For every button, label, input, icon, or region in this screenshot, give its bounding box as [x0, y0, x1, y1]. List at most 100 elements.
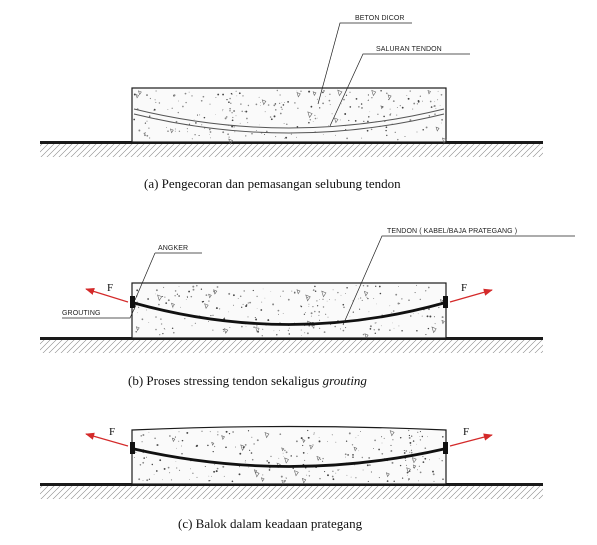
- aggregate-dot: [312, 305, 314, 308]
- aggregate-dot: [316, 98, 318, 100]
- aggregate-dot: [323, 331, 326, 333]
- aggregate-dot: [173, 331, 175, 334]
- leader-concrete: [317, 22, 412, 105]
- aggregate-dot: [334, 299, 336, 301]
- aggregate-dot: [162, 332, 164, 335]
- aggregate-dot: [261, 301, 263, 303]
- aggregate-dot: [244, 461, 246, 463]
- aggregate-dot: [267, 104, 270, 106]
- aggregate-dot: [158, 102, 161, 104]
- aggregate-stone: [228, 138, 234, 145]
- aggregate-dot: [339, 119, 341, 121]
- aggregate-dot: [371, 97, 373, 99]
- aggregate-dot: [233, 110, 236, 112]
- aggregate-dot: [427, 327, 430, 330]
- aggregate-dot: [238, 473, 241, 476]
- aggregate-dot: [401, 106, 404, 109]
- aggregate-dot: [441, 122, 442, 124]
- aggregate-dot: [148, 115, 151, 117]
- aggregate-stone: [305, 294, 311, 302]
- aggregate-dot: [378, 285, 381, 288]
- aggregate-dot: [306, 332, 309, 335]
- aggregate-dot: [228, 101, 230, 104]
- aggregate-dot: [339, 328, 341, 330]
- aggregate-dot: [415, 443, 417, 445]
- aggregate-stone: [223, 328, 229, 334]
- aggregate-dot: [392, 439, 394, 441]
- aggregate-stone: [385, 472, 390, 478]
- aggregate-dot: [178, 440, 180, 442]
- aggregate-dot: [136, 289, 139, 292]
- aggregate-dot: [369, 111, 371, 113]
- aggregate-dot: [194, 133, 196, 136]
- aggregate-stone: [296, 92, 301, 98]
- aggregate-dot: [249, 301, 252, 304]
- aggregate-dot: [415, 284, 418, 286]
- aggregate-dot: [194, 322, 197, 324]
- aggregate-stone: [353, 446, 358, 452]
- aggregate-dot: [296, 136, 297, 138]
- aggregate-dot: [209, 480, 211, 482]
- aggregate-dot: [331, 434, 333, 436]
- aggregate-dot: [193, 119, 195, 120]
- aggregate-dot: [174, 128, 176, 130]
- aggregate-dot: [167, 130, 169, 132]
- aggregate-dot: [200, 99, 203, 102]
- aggregate-dot: [229, 110, 231, 112]
- aggregate-dot: [148, 478, 151, 480]
- aggregate-dot: [441, 459, 443, 462]
- aggregate-dot: [264, 134, 266, 135]
- aggregate-dot: [143, 457, 145, 459]
- aggregate-dot: [217, 434, 219, 436]
- aggregate-dot: [178, 130, 181, 132]
- aggregate-dot: [184, 317, 186, 320]
- aggregate-dot: [196, 444, 199, 447]
- aggregate-dot: [348, 432, 351, 435]
- aggregate-dot: [355, 477, 357, 479]
- aggregate-dot: [405, 459, 407, 461]
- aggregate-dot: [361, 299, 363, 301]
- aggregate-dot: [374, 439, 376, 442]
- aggregate-dot: [142, 434, 145, 436]
- aggregate-dot: [370, 128, 373, 131]
- aggregate-dot: [409, 451, 411, 453]
- aggregate-dot: [176, 467, 178, 469]
- aggregate-dot: [346, 474, 348, 476]
- aggregate-dot: [304, 459, 306, 461]
- ground-hatch: [40, 485, 543, 499]
- aggregate-stone: [208, 293, 212, 299]
- aggregate-dot: [302, 452, 305, 454]
- aggregate-dot: [380, 90, 382, 92]
- aggregate-dot: [349, 316, 351, 318]
- aggregate-dot: [417, 431, 419, 433]
- aggregate-stone: [337, 89, 343, 97]
- aggregate-dot: [186, 431, 189, 434]
- aggregate-dot: [235, 115, 237, 117]
- aggregate-dot: [178, 431, 180, 433]
- aggregate-dot: [279, 433, 282, 436]
- ground-a: [40, 141, 543, 157]
- aggregate-dot: [267, 461, 270, 464]
- aggregate-dot: [410, 444, 412, 446]
- aggregate-dot: [368, 311, 370, 313]
- aggregate-dot: [319, 299, 320, 300]
- aggregate-dot: [138, 478, 141, 481]
- aggregate-dot: [425, 334, 427, 336]
- aggregate-dot: [324, 471, 326, 473]
- aggregate-dot: [381, 452, 384, 455]
- aggregate-dot: [424, 457, 427, 460]
- aggregate-dot: [171, 107, 173, 109]
- aggregate-dot: [352, 455, 354, 456]
- aggregate-dot: [405, 450, 408, 452]
- aggregate-dot: [369, 464, 371, 466]
- aggregate-dot: [386, 480, 389, 482]
- aggregate-dot: [318, 314, 320, 316]
- aggregate-dot: [188, 91, 190, 93]
- aggregate-dot: [160, 323, 163, 325]
- aggregate-dot: [377, 328, 380, 331]
- aggregate-dot: [272, 303, 275, 306]
- aggregate-dot: [316, 117, 318, 119]
- aggregate-dot: [433, 480, 435, 482]
- aggregate-dot: [292, 467, 294, 470]
- aggregate-dot: [138, 129, 141, 132]
